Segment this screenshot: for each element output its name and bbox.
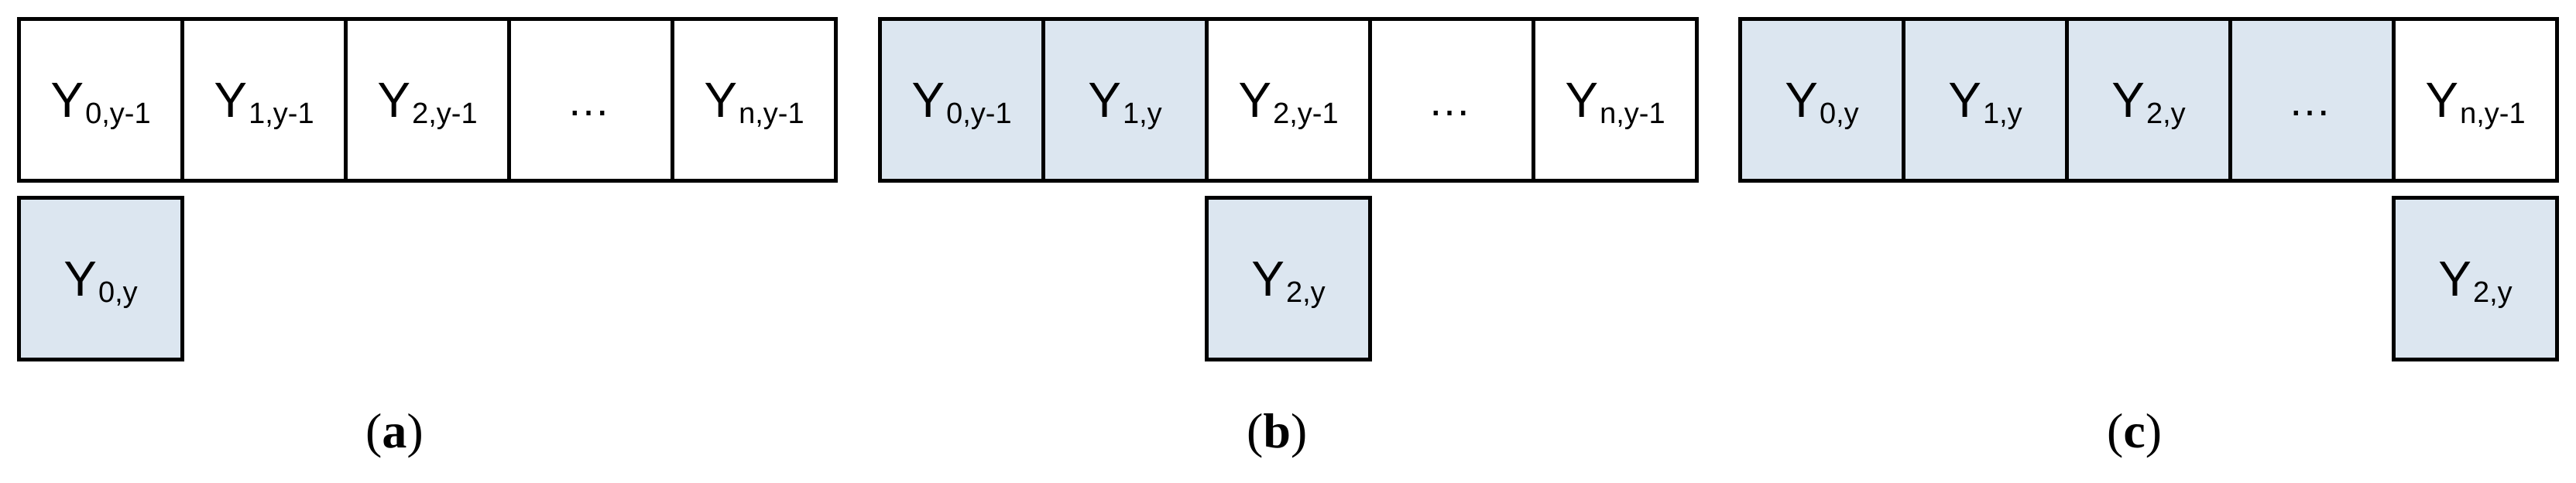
cell-subscript: n,y-1 (739, 97, 804, 130)
cell-subscript: 1,y-1 (249, 97, 314, 130)
cell-main: Y (1785, 72, 1818, 128)
cell-main: Y (50, 72, 84, 128)
box-subscript: 2,y (2472, 276, 2513, 309)
cell-main: Y (911, 72, 945, 128)
box-main: Y (63, 251, 97, 307)
caption-open: ( (2107, 403, 2124, 458)
cell-subscript: n,y-1 (1600, 97, 1665, 130)
ellipsis: … (1428, 75, 1476, 125)
ellipsis: … (567, 75, 615, 125)
caption-open: ( (1247, 403, 1264, 458)
cell-subscript: 0,y-1 (85, 97, 151, 130)
caption-letter: a (382, 403, 407, 458)
cell-main: Y (1565, 72, 1599, 128)
cell-subscript: 2,y-1 (412, 97, 478, 130)
caption-c: (c) (2107, 402, 2162, 460)
caption-open: ( (365, 403, 382, 458)
ellipsis-cell: … (511, 17, 674, 183)
ellipsis: … (2288, 75, 2336, 125)
box-main: Y (1251, 251, 1285, 307)
cell-subscript: n,y-1 (2460, 97, 2526, 130)
caption-b: (b) (1247, 402, 1307, 460)
cell-main: Y (704, 72, 738, 128)
cell-subscript: 1,y (1982, 97, 2022, 130)
box-subscript: 0,y (98, 276, 138, 309)
cell-main: Y (2425, 72, 2459, 128)
cell-subscript: 0,y (1819, 97, 1859, 130)
box-subscript: 2,y (1285, 276, 1326, 309)
cell-subscript: 2,y-1 (1273, 97, 1339, 130)
cell-subscript: 2,y (2146, 97, 2186, 130)
cell-main: Y (1238, 72, 1272, 128)
cell-main: Y (2111, 72, 2145, 128)
caption-letter: c (2123, 403, 2146, 458)
cell-main: Y (214, 72, 248, 128)
caption-close: ) (2145, 403, 2163, 458)
cell-main: Y (1088, 72, 1121, 128)
box-main: Y (2438, 251, 2471, 307)
caption-close: ) (406, 403, 424, 458)
caption-close: ) (1290, 403, 1308, 458)
cell-subscript: 1,y (1122, 97, 1162, 130)
ellipsis-cell: … (2232, 17, 2396, 183)
ellipsis-cell: … (1372, 17, 1535, 183)
cell-subscript: 0,y-1 (946, 97, 1012, 130)
caption-letter: b (1263, 403, 1291, 458)
caption-a: (a) (365, 402, 424, 460)
cell-main: Y (1948, 72, 1981, 128)
cell-main: Y (377, 72, 411, 128)
